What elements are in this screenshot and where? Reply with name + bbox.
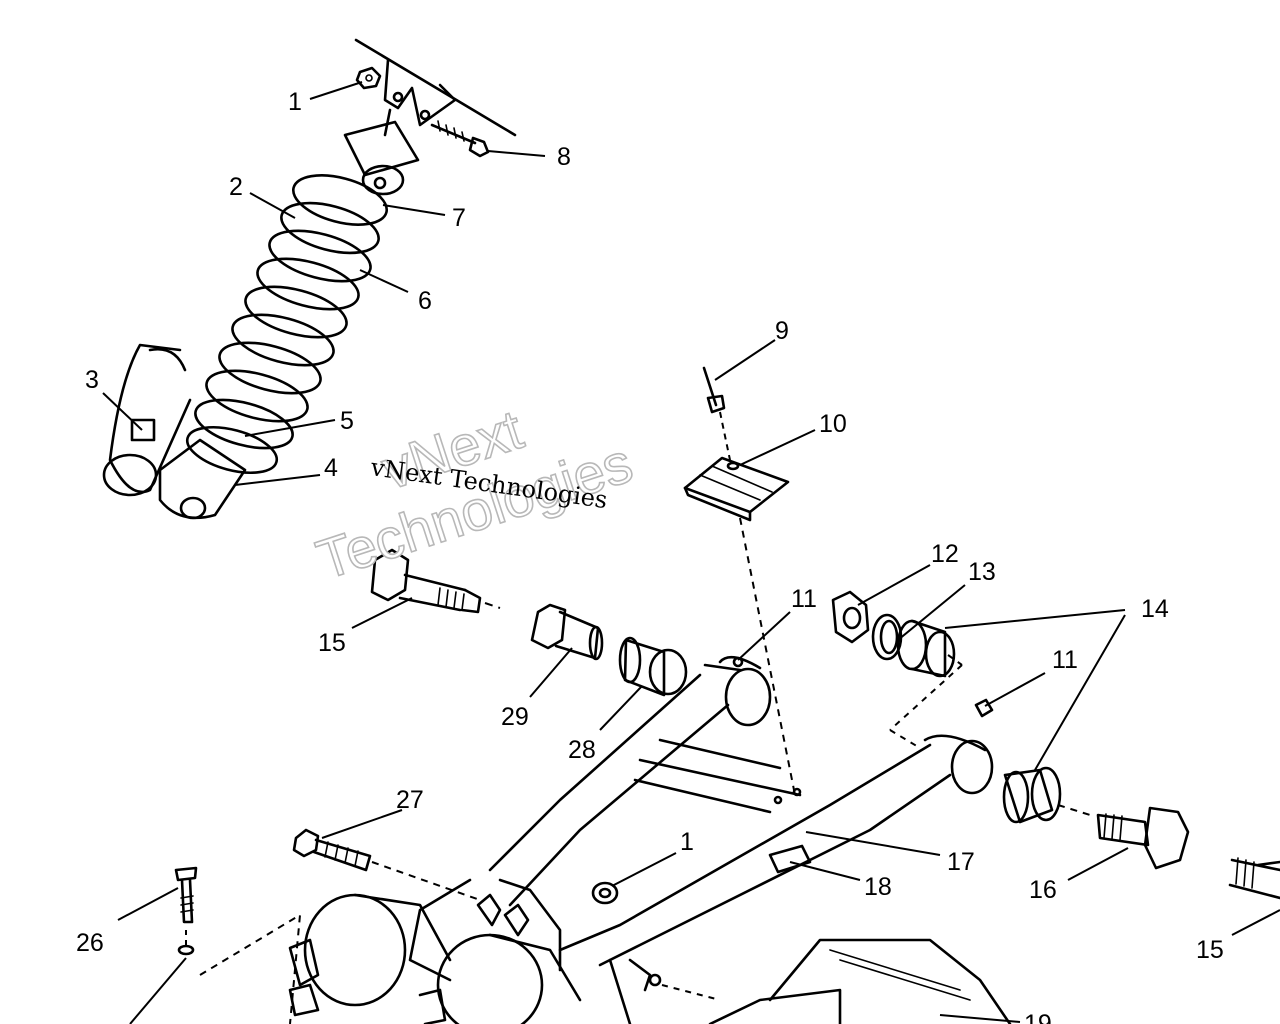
callout-labels: 1 8 2 7 6 3 5 4 9 10 15 29 28 11 12 13 1… xyxy=(76,88,1224,1024)
nut-12 xyxy=(831,590,870,644)
callout-8: 8 xyxy=(557,143,571,171)
callout-15-right: 15 xyxy=(1196,936,1224,964)
callout-27: 27 xyxy=(396,786,424,814)
callout-12: 12 xyxy=(931,540,959,568)
bushing-14-upper xyxy=(896,619,956,678)
leader-lines xyxy=(102,81,1280,1023)
callout-6: 6 xyxy=(418,287,432,315)
axle-clamp-right xyxy=(418,893,582,1024)
callout-26: 26 xyxy=(76,929,104,957)
shock-spring xyxy=(185,174,389,474)
callout-2: 2 xyxy=(229,173,243,201)
callout-1-top: 1 xyxy=(288,88,302,116)
swing-arm-17 xyxy=(408,655,994,1024)
callout-19: 19 xyxy=(1024,1010,1052,1024)
pivot-bolt-16 xyxy=(1096,806,1190,870)
callout-13: 13 xyxy=(968,558,996,586)
bumper-pad-10 xyxy=(683,456,790,522)
nut-top xyxy=(355,66,382,90)
fastener-9 xyxy=(702,366,726,414)
callout-10: 10 xyxy=(819,410,847,438)
callout-11-right: 11 xyxy=(1052,646,1078,674)
callout-29: 29 xyxy=(501,703,529,731)
upper-shock-mount-bracket xyxy=(343,38,517,177)
bolt-27 xyxy=(292,828,372,872)
axle-clamp-left xyxy=(288,893,452,1017)
bolt-8 xyxy=(430,120,490,158)
callout-5: 5 xyxy=(340,407,354,435)
callout-3: 3 xyxy=(85,366,99,394)
bolt-26 xyxy=(174,866,198,956)
callout-1-bottom: 1 xyxy=(680,828,694,856)
callout-18: 18 xyxy=(864,873,892,901)
callout-7: 7 xyxy=(452,204,466,232)
callout-16: 16 xyxy=(1029,876,1057,904)
callout-4: 4 xyxy=(324,454,338,482)
callout-9: 9 xyxy=(775,317,789,345)
nut-1-bottom xyxy=(591,881,619,905)
bushing-29 xyxy=(530,603,604,661)
watermark: vNext Technologies vNext Technologies xyxy=(308,396,640,592)
callout-11-upper: 11 xyxy=(791,585,817,613)
pivot-block-19 xyxy=(628,938,1012,1024)
callout-17: 17 xyxy=(947,848,975,876)
washer-13 xyxy=(871,613,903,661)
shock-absorber xyxy=(102,164,405,520)
pivot-bolt-15-right xyxy=(1228,857,1280,900)
callout-15-left: 15 xyxy=(318,629,346,657)
bushing-14-lower xyxy=(1002,766,1062,824)
callout-28: 28 xyxy=(568,736,596,764)
grease-fitting-11-b xyxy=(974,698,994,718)
sleeve-28 xyxy=(618,636,688,697)
callout-14: 14 xyxy=(1141,595,1169,623)
